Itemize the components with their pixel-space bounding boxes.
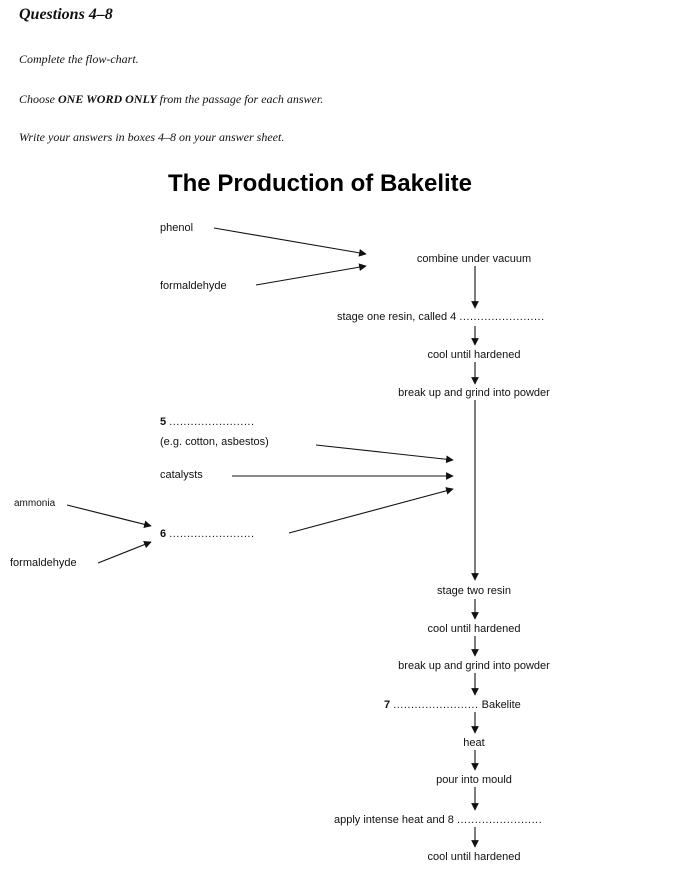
item6-label: 6: [160, 528, 167, 540]
node-item7-bakelite: 7 ........................ Bakelite: [384, 699, 521, 712]
instruction-choose-pre: Choose: [19, 92, 58, 106]
answer-blank-7: ........................: [393, 699, 479, 711]
arrow-ammonia: [66, 504, 152, 529]
node-grind-into-powder-2: break up and grind into powder: [398, 660, 550, 672]
additive-catalysts: catalysts: [160, 469, 203, 481]
node-heat: heat: [463, 737, 485, 749]
instruction-choose-bold: ONE WORD ONLY: [58, 92, 157, 106]
diagram-title: The Production of Bakelite: [167, 170, 473, 197]
questions-heading: Questions 4–8: [19, 6, 113, 23]
apply-heat-text: apply intense heat and 8: [334, 814, 454, 826]
node-cool-until-hardened-2: cool until hardened: [427, 623, 521, 635]
stage-one-resin-text: stage one resin, called 4: [337, 311, 457, 323]
answer-blank-5: ........................: [169, 416, 255, 428]
answer-blank-4: ........................: [459, 311, 545, 323]
arrow-item6: [288, 487, 454, 534]
instruction-complete: Complete the flow-chart.: [19, 52, 139, 66]
input-formaldehyde-1: formaldehyde: [160, 280, 227, 292]
node-combine-under-vacuum: combine under vacuum: [416, 253, 532, 265]
item7-suffix: Bakelite: [481, 699, 521, 711]
arrow-formaldehyde-2: [97, 540, 152, 564]
additive-formaldehyde-2: formaldehyde: [10, 557, 77, 569]
item7-label: 7: [384, 699, 391, 711]
answer-blank-6: ........................: [169, 528, 255, 540]
input-phenol: phenol: [160, 222, 194, 234]
node-stage-one-resin: stage one resin, called 4 ..............…: [337, 311, 545, 324]
node-pour-into-mould: pour into mould: [436, 774, 512, 786]
arrow-item5: [315, 444, 454, 464]
node-stage-two-resin: stage two resin: [437, 585, 511, 597]
additive-item6: 6 ........................: [160, 528, 255, 541]
instruction-write: Write your answers in boxes 4–8 on your …: [19, 130, 285, 144]
additive-ammonia: ammonia: [14, 498, 56, 509]
additive-item5: 5 ........................: [160, 416, 255, 429]
node-grind-into-powder-1: break up and grind into powder: [398, 387, 550, 399]
answer-blank-8: ........................: [456, 814, 543, 826]
node-cool-until-hardened-final: cool until hardened: [427, 851, 521, 863]
item5-label: 5: [160, 416, 167, 428]
instruction-choose: Choose ONE WORD ONLY from the passage fo…: [19, 92, 323, 107]
node-cool-until-hardened-1: cool until hardened: [427, 349, 521, 361]
arrow-phenol: [213, 227, 367, 257]
instruction-choose-post: from the passage for each answer.: [156, 92, 324, 106]
node-apply-intense-heat: apply intense heat and 8 ...............…: [334, 814, 542, 827]
arrow-formaldehyde-1: [255, 263, 367, 286]
additive-item5-example: (e.g. cotton, asbestos): [160, 436, 269, 448]
